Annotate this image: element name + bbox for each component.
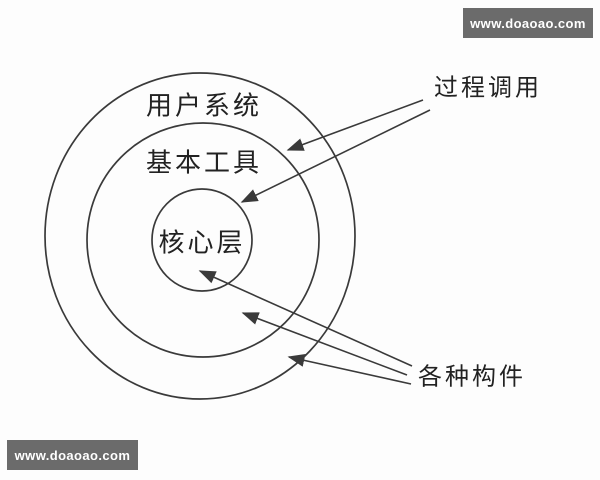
- components-arrow-3: [287, 354, 412, 385]
- label-components: 各种构件: [418, 362, 526, 391]
- middle-circle-basic-tools: [86, 122, 320, 358]
- procedure-call-arrow-2: [240, 109, 431, 203]
- components-arrow-2: [241, 312, 408, 376]
- inner-circle-core-layer: [151, 188, 253, 292]
- components-arrow-1: [198, 270, 413, 367]
- label-core-layer: 核心层: [158, 228, 246, 259]
- procedure-call-arrow-1: [286, 99, 424, 151]
- label-procedure-call: 过程调用: [434, 73, 542, 102]
- label-user-system: 用户系统: [145, 91, 263, 122]
- label-basic-tools: 基本工具: [145, 148, 263, 179]
- watermark-top: www.doaoao.com: [463, 8, 593, 38]
- outer-circle-user-system: [44, 72, 356, 400]
- watermark-bottom: www.doaoao.com: [7, 440, 138, 470]
